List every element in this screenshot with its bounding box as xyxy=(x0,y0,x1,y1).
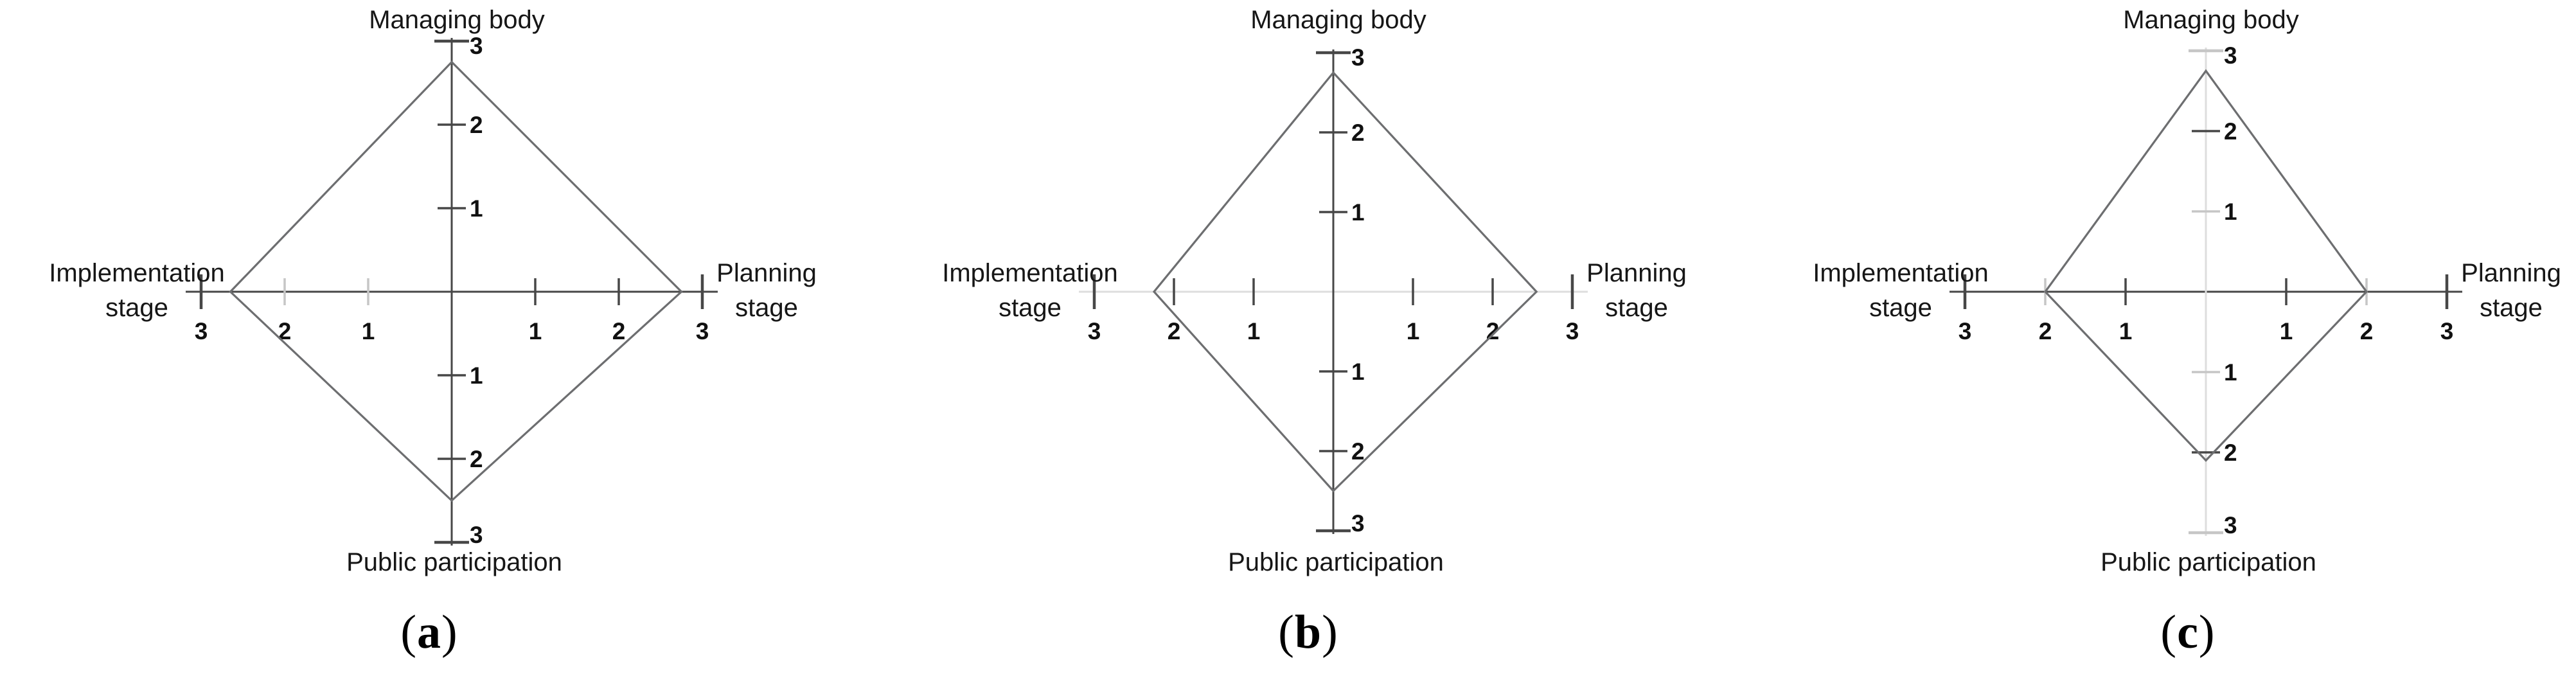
axis-label-implementation-stage-line2: stage xyxy=(1869,294,1932,322)
tick-label: 3 xyxy=(195,318,208,344)
tick-label: 3 xyxy=(696,318,709,344)
axis-label-public-participation: Public participation xyxy=(2101,548,2316,576)
tick-label: 2 xyxy=(612,318,626,344)
tick-label: 2 xyxy=(1351,438,1365,465)
caption-paren-open: ( xyxy=(1278,606,1295,659)
axis-label-public-participation: Public participation xyxy=(1228,548,1444,576)
tick-label: 1 xyxy=(470,195,483,222)
axis-label-planning-stage-line2: stage xyxy=(1605,294,1668,322)
caption-paren-open: ( xyxy=(2160,606,2178,659)
caption-paren-open: ( xyxy=(400,606,417,659)
tick-label: 3 xyxy=(1566,318,1579,344)
radar-polygon xyxy=(1152,71,1538,493)
tick-label: 2 xyxy=(2224,118,2237,145)
tick-label: 3 xyxy=(2224,42,2237,69)
tick-label: 1 xyxy=(529,318,542,344)
tick-label: 3 xyxy=(1959,318,1972,344)
tick-label: 1 xyxy=(362,318,375,344)
axis-label-planning-stage-line2: stage xyxy=(2480,294,2543,322)
tick-label: 1 xyxy=(2119,318,2133,344)
tick-label: 3 xyxy=(470,522,483,548)
panel-caption-c: (c) xyxy=(2160,605,2215,660)
tick-label: 1 xyxy=(2224,199,2237,225)
tick-label: 2 xyxy=(2224,440,2237,466)
tick-label: 2 xyxy=(2360,318,2374,344)
axis-label-managing-body: Managing body xyxy=(2123,6,2299,34)
tick-label: 1 xyxy=(1351,359,1365,385)
radar-polygon xyxy=(2043,69,2368,462)
tick-label: 1 xyxy=(1407,318,1420,344)
axis-label-planning-stage-line1: Planning xyxy=(716,259,817,287)
axis-label-implementation-stage-line2: stage xyxy=(999,294,1061,322)
axis-label-implementation-stage-line1: Implementation xyxy=(49,259,224,287)
caption-paren-close: ) xyxy=(441,606,458,659)
axis-label-managing-body: Managing body xyxy=(1250,6,1426,34)
tick-label: 1 xyxy=(1351,199,1365,226)
tick-label: 2 xyxy=(2039,318,2052,344)
tick-label: 1 xyxy=(470,362,483,389)
tick-label: 1 xyxy=(1247,318,1261,344)
caption-paren-close: ) xyxy=(1322,606,1338,659)
tick-label: 1 xyxy=(2280,318,2293,344)
axis-label-planning-stage-line1: Planning xyxy=(2461,259,2561,287)
caption-letter: b xyxy=(1294,606,1322,659)
axis-label-managing-body: Managing body xyxy=(369,6,545,34)
panel-caption-a: (a) xyxy=(400,605,457,660)
axis-label-planning-stage-line1: Planning xyxy=(1586,259,1687,287)
axis-label-planning-stage-line2: stage xyxy=(735,294,798,322)
radar-polygon xyxy=(229,60,683,503)
axis-label-implementation-stage-line1: Implementation xyxy=(942,259,1117,287)
tick-label: 3 xyxy=(1351,510,1365,537)
caption-letter: a xyxy=(417,606,441,659)
tick-label: 2 xyxy=(470,112,483,138)
tick-label: 3 xyxy=(1351,44,1365,71)
caption-letter: c xyxy=(2177,606,2199,659)
tick-label: 3 xyxy=(1088,318,1101,344)
caption-paren-close: ) xyxy=(2198,606,2216,659)
panel-caption-b: (b) xyxy=(1278,605,1338,660)
axis-label-public-participation: Public participation xyxy=(346,548,562,576)
tick-label: 3 xyxy=(2224,512,2237,538)
tick-label: 2 xyxy=(1351,120,1365,146)
tick-label: 1 xyxy=(2224,359,2237,386)
tick-label: 2 xyxy=(1168,318,1181,344)
tick-label: 2 xyxy=(278,318,292,344)
tick-label: 3 xyxy=(470,33,483,59)
axis-label-implementation-stage-line2: stage xyxy=(105,294,168,322)
tick-label: 3 xyxy=(2440,318,2454,344)
tick-label: 2 xyxy=(470,446,483,472)
axis-label-implementation-stage-line1: Implementation xyxy=(1813,259,1988,287)
